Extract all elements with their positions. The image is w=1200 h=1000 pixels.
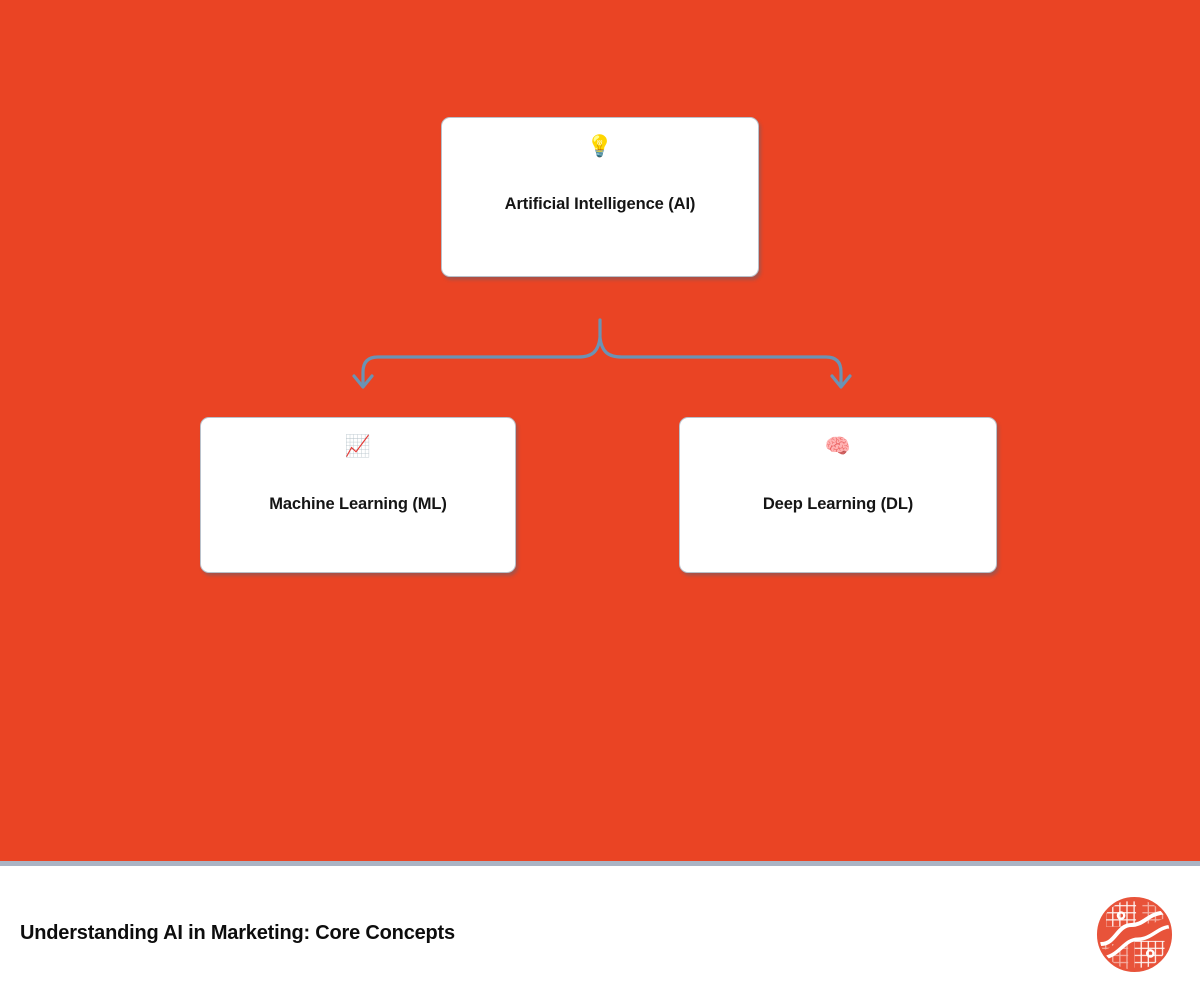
brand-logo [1096, 896, 1173, 973]
node-machine-learning[interactable]: 📈 Machine Learning (ML) [200, 417, 516, 573]
footer-title: Understanding AI in Marketing: Core Conc… [20, 922, 455, 944]
node-label: Machine Learning (ML) [269, 495, 447, 513]
node-label: Deep Learning (DL) [762, 495, 914, 513]
chart-increasing-icon: 📈 [344, 434, 372, 458]
node-label: Artificial Intelligence (AI) [504, 195, 696, 213]
light-bulb-icon: 💡 [586, 134, 614, 158]
node-deep-learning[interactable]: 🧠 Deep Learning (DL) [679, 417, 997, 573]
brain-icon: 🧠 [824, 434, 852, 458]
node-artificial-intelligence[interactable]: 💡 Artificial Intelligence (AI) [441, 117, 759, 277]
footer-bar [0, 866, 1200, 1000]
footer-divider [0, 861, 1200, 866]
